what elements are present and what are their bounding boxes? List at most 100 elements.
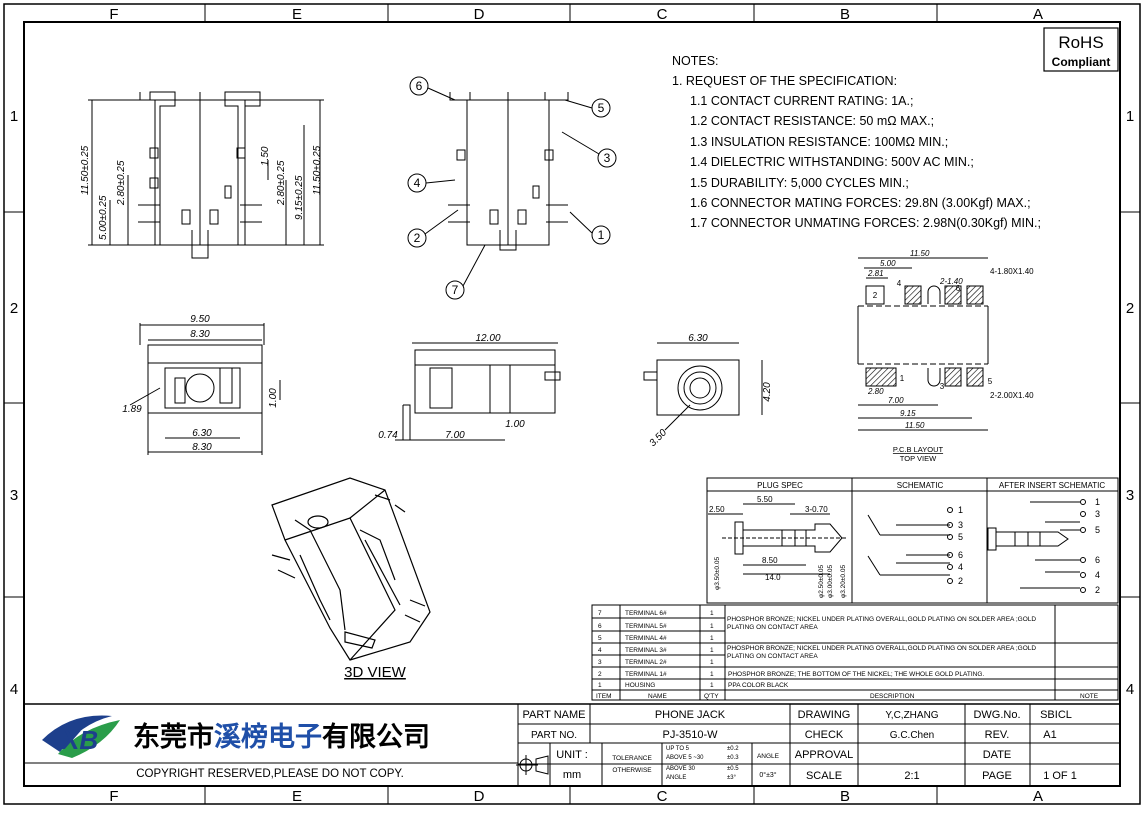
bom-name: TERMINAL 6# [625, 610, 667, 617]
check-by: G.C.Chen [890, 730, 934, 741]
bom-qty: 1 [710, 635, 714, 642]
bom-name: HOUSING [625, 682, 655, 689]
tolerance-label: TOLERANCE [612, 755, 652, 762]
spec-header: AFTER INSERT SCHEMATIC [999, 481, 1105, 490]
bom-header-qty: Q'TY [704, 693, 719, 700]
rohs-badge: RoHS Compliant [1043, 27, 1119, 72]
tol-range: UP TO 5 [666, 746, 690, 752]
dim-label: 9.15 [900, 409, 916, 418]
col-label: E [292, 6, 302, 23]
dim-label: 8.50 [762, 556, 778, 565]
row-label: 2 [1126, 300, 1134, 317]
dim-label: 5.50 [757, 495, 773, 504]
note-item: 1.2 CONTACT RESISTANCE: 50 mΩ MAX.; [690, 114, 934, 128]
col-label: A [1033, 6, 1043, 23]
pad-label: 2 [873, 291, 878, 300]
pin-label: 1 [958, 505, 963, 515]
pad-label: 1 [900, 374, 905, 383]
notes-intro: 1. REQUEST OF THE SPECIFICATION: [672, 74, 897, 88]
row-label: 2 [10, 300, 18, 317]
callout-4: 4 [414, 176, 421, 190]
callout-3: 3 [604, 151, 611, 165]
tol-range: ANGLE [666, 775, 686, 781]
bom-item: 5 [598, 635, 602, 642]
callout-6: 6 [416, 79, 423, 93]
dim-label: 0.74 [378, 430, 398, 441]
dim-label: 8.30 [192, 442, 212, 453]
dwg-no-value: SBICL [1040, 709, 1072, 721]
pcb-caption-title: P.C.B LAYOUT [893, 445, 944, 454]
bom-name: TERMINAL 4# [625, 635, 667, 642]
part-no-value: PJ-3510-W [662, 729, 718, 741]
unit-value: mm [563, 769, 581, 781]
tol-value: ±0.3 [727, 755, 739, 761]
row-labels: 1 2 3 4 1 2 3 4 [10, 108, 1134, 698]
angle-value: 0°±3° [759, 771, 776, 779]
dim-label: 11.50 [905, 421, 925, 430]
note-item: 1.7 CONNECTOR UNMATING FORCES: 2.98N(0.3… [690, 216, 1041, 230]
dwg-no-label: DWG.No. [973, 709, 1020, 721]
callout-2: 2 [414, 231, 421, 245]
row-label: 1 [1126, 108, 1134, 125]
tol-range: ABOVE 30 [666, 766, 696, 772]
pin-label: 2 [958, 576, 963, 586]
approval-label: APPROVAL [795, 749, 854, 761]
bom-item: 1 [598, 682, 602, 689]
dim-label: φ3.00±0.05 [827, 565, 834, 598]
side-view-drawing [88, 91, 324, 259]
bom-name: TERMINAL 3# [625, 647, 667, 654]
zone-ticks [4, 4, 1140, 804]
bom-desc-text: PHOSPHOR BRONZE; NICKEL UNDER PLATING OV… [727, 645, 1037, 660]
pcb-pads: 2 4 6 1 3 5 [873, 279, 993, 391]
bom-qty: 1 [710, 659, 714, 666]
note-item: 1.5 DURABILITY: 5,000 CYCLES MIN.; [690, 176, 909, 190]
bom-name: TERMINAL 5# [625, 623, 667, 630]
callout-1: 1 [598, 228, 605, 242]
notes-heading: NOTES: [672, 54, 719, 68]
rohs-subtitle: Compliant [1052, 55, 1111, 69]
dim-label: 14.0 [765, 573, 781, 582]
callouts: 6 5 3 4 2 1 7 [414, 79, 611, 297]
col-label: F [109, 6, 118, 23]
pin-label: 6 [1095, 555, 1100, 565]
bom-item: 7 [598, 610, 602, 617]
pin-label: 3 [958, 520, 963, 530]
bom-qty: 1 [710, 682, 714, 689]
pin-label: 5 [1095, 525, 1100, 535]
dim-label: 2-2.00X1.40 [990, 391, 1034, 400]
drawing-by: Y,C,ZHANG [885, 710, 938, 721]
callout-5: 5 [598, 101, 605, 115]
pin-label: 5 [958, 532, 963, 542]
pin-label: 3 [1095, 509, 1100, 519]
scale-value: 2:1 [904, 770, 919, 782]
tol-range: ABOVE 5 ~30 [666, 755, 704, 761]
note-item: 1.4 DIELECTRIC WITHSTANDING: 500V AC MIN… [690, 155, 974, 169]
row-label: 4 [10, 681, 18, 698]
spec-header: SCHEMATIC [897, 481, 944, 490]
bom-qty: 1 [710, 623, 714, 630]
dim-label: 9.15±0.25 [294, 175, 305, 220]
pcb-layout-dims: 11.50 5.00 2.81 2-1.40 4-1.80X1.40 2.80 … [867, 249, 1034, 430]
dim-label: 1.50 [260, 146, 271, 166]
bom-qty: 1 [710, 647, 714, 654]
note-item: 1.3 INSULATION RESISTANCE: 100MΩ MIN.; [690, 135, 948, 149]
schematic-pins: 1 3 5 6 4 2 1 3 5 6 4 2 [958, 497, 1100, 595]
dim-label: φ3.20±0.05 [840, 565, 847, 598]
pin-label: 6 [958, 550, 963, 560]
dim-label: 11.50±0.25 [312, 145, 323, 195]
spec-header: PLUG SPEC [757, 481, 803, 490]
company-name: 东莞市溪榜电子有限公司 [133, 721, 430, 752]
end-view-dims: 6.30 4.20 3.50 [647, 333, 773, 449]
pcb-layout-drawing [857, 257, 989, 431]
company-name-brand: 溪榜电子 [214, 721, 322, 752]
col-label: A [1033, 788, 1043, 805]
rev-value: A1 [1043, 729, 1056, 741]
row-label: 3 [1126, 487, 1134, 504]
col-label: E [292, 788, 302, 805]
bom-desc-c: PHOSPHOR BRONZE; THE BOTTOM OF THE NICKE… [728, 671, 984, 678]
dim-label: 7.00 [445, 430, 465, 441]
col-label: C [657, 788, 668, 805]
dim-label: 5.00±0.25 [98, 195, 109, 240]
rev-label: REV. [985, 729, 1010, 741]
bom-name: TERMINAL 2# [625, 659, 667, 666]
